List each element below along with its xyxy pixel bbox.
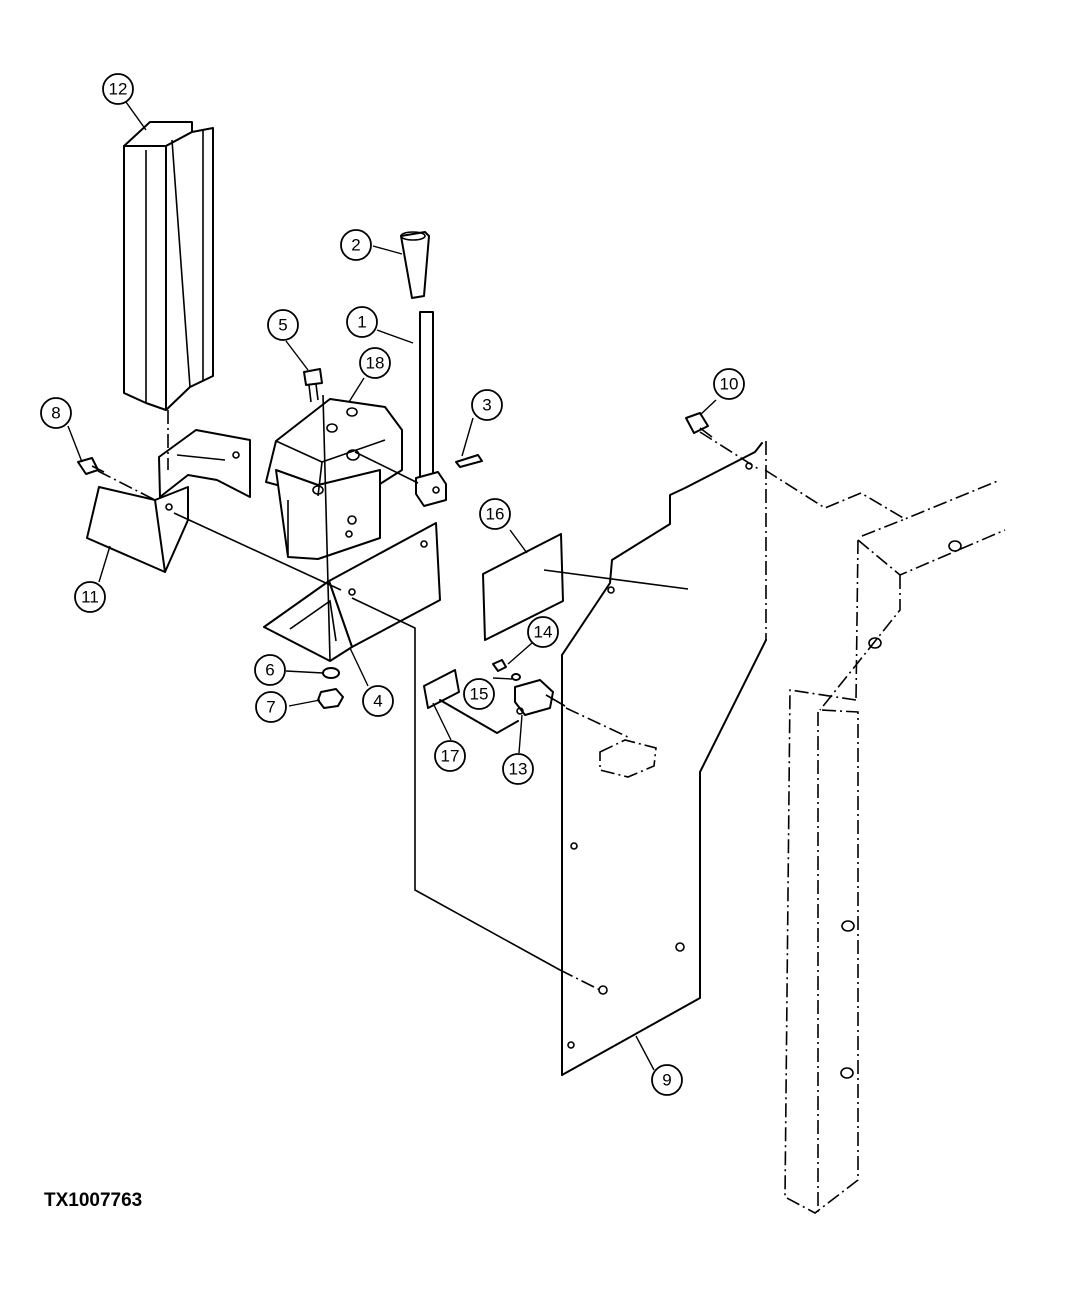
callout-15: 15: [463, 678, 495, 710]
callout-12: 12: [102, 73, 134, 105]
svg-text:3: 3: [482, 396, 491, 415]
alignment-lines: [97, 394, 761, 991]
part-7-nut: [317, 688, 344, 709]
callout-14: 14: [527, 616, 559, 648]
callout-7: 7: [255, 691, 287, 723]
part-17-decal: [423, 669, 460, 709]
svg-text:5: 5: [278, 316, 287, 335]
part-1-lever: [354, 311, 447, 507]
callout-9: 9: [651, 1064, 683, 1096]
callout-16: 16: [479, 498, 511, 530]
callout-11: 11: [74, 581, 106, 613]
callout-4: 4: [362, 685, 394, 717]
svg-text:11: 11: [81, 588, 99, 607]
part-12-channel-cover: [123, 121, 214, 411]
part-6-washer: [322, 667, 340, 679]
callout-2: 2: [340, 229, 372, 261]
cab-frame-phantom: [764, 469, 1006, 1214]
svg-text:2: 2: [351, 236, 360, 255]
svg-text:16: 16: [486, 505, 505, 524]
figure-id-label: TX1007763: [44, 1190, 143, 1211]
callout-8: 8: [40, 397, 72, 429]
callout-10: 10: [713, 368, 745, 400]
svg-text:18: 18: [366, 354, 385, 373]
svg-text:8: 8: [51, 404, 60, 423]
svg-text:12: 12: [109, 80, 128, 99]
part-2-knob: [400, 231, 430, 299]
svg-text:9: 9: [662, 1071, 671, 1090]
svg-text:10: 10: [720, 375, 739, 394]
part-9-side-panel: [561, 441, 767, 1076]
part-10-bolt: [685, 412, 713, 438]
part-14-screw: [492, 659, 507, 672]
callout-13: 13: [502, 753, 534, 785]
part-3-pin: [455, 454, 483, 468]
svg-text:14: 14: [534, 623, 553, 642]
callout-3: 3: [471, 389, 503, 421]
svg-text:4: 4: [373, 692, 382, 711]
leader-lines: [67, 101, 717, 1071]
svg-text:6: 6: [265, 661, 274, 680]
part-16-decal: [482, 533, 564, 641]
part-5-cap-screw: [303, 368, 323, 403]
svg-text:17: 17: [441, 747, 460, 766]
part-11-bracket: [86, 429, 251, 573]
svg-text:15: 15: [470, 685, 489, 704]
callout-18: 18: [359, 347, 391, 379]
callout-5: 5: [267, 309, 299, 341]
part-13-switch: [439, 679, 566, 734]
callout-1: 1: [346, 306, 378, 338]
svg-text:1: 1: [357, 313, 366, 332]
callout-6: 6: [254, 654, 286, 686]
part-8-bolt: [77, 457, 105, 475]
svg-text:7: 7: [266, 698, 275, 717]
part-15-washer: [511, 673, 521, 681]
part-18-control-valve: [265, 398, 403, 560]
svg-text:13: 13: [509, 760, 528, 779]
callout-17: 17: [434, 740, 466, 772]
